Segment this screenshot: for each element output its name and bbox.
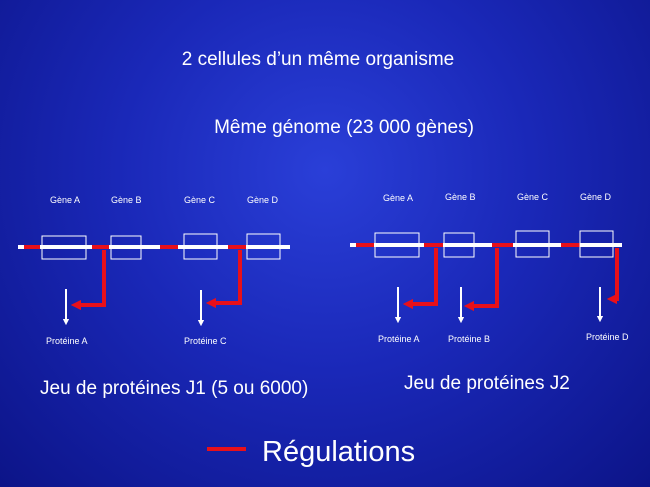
cell2-gene-b-box [443, 232, 475, 258]
slide-title: 2 cellules d’un même organisme [181, 49, 455, 70]
cell1-gene-d-label: Gène D [247, 195, 279, 205]
cell2-gene-c-box [515, 230, 550, 258]
cell2-gene-b-label: Gène B [445, 192, 476, 202]
cell2-protein-set-label: Jeu de protéines J2 [404, 373, 570, 394]
cell1-protein-c-label: Protéine C [184, 336, 227, 346]
cell1-gene-a-label: Gène A [50, 195, 81, 205]
cell2-protein-b-label: Protéine B [448, 334, 491, 344]
cell1-protein-set-label: Jeu de protéines J1 (5 ou 6000) [40, 378, 309, 399]
cell2-regulation-arrow-d [606, 248, 619, 305]
cell1-regulation-arrow-a [70, 250, 106, 311]
cell2-regulation-arrow-a [402, 248, 438, 310]
cell1-regulation-arrow-c [205, 250, 242, 309]
cell2-gene-a-box [374, 232, 420, 258]
cell1-gene-b-box [110, 235, 142, 260]
cell1-gene-c-box [183, 233, 218, 260]
cell2-gene-d-box [579, 230, 614, 258]
cell1-gene-c-label: Gène C [184, 195, 216, 205]
cell2-gene-c-label: Gène C [517, 192, 549, 202]
cell2-regulation-arrow-b [463, 248, 499, 312]
legend-label: Régulations [262, 436, 416, 468]
cell2-protein-d-label: Protéine D [586, 332, 629, 342]
cell1-gene-d-box [246, 233, 281, 260]
cell1-protein-a-label: Protéine A [46, 336, 88, 346]
cell2-protein-a-label: Protéine A [378, 334, 420, 344]
cell2-gene-d-label: Gène D [580, 192, 612, 202]
cell1-gene-b-label: Gène B [111, 195, 142, 205]
cell2-gene-a-label: Gène A [383, 193, 414, 203]
cell1-gene-a-box [41, 235, 87, 260]
slide-subtitle: Même génome (23 000 gènes) [214, 117, 474, 138]
